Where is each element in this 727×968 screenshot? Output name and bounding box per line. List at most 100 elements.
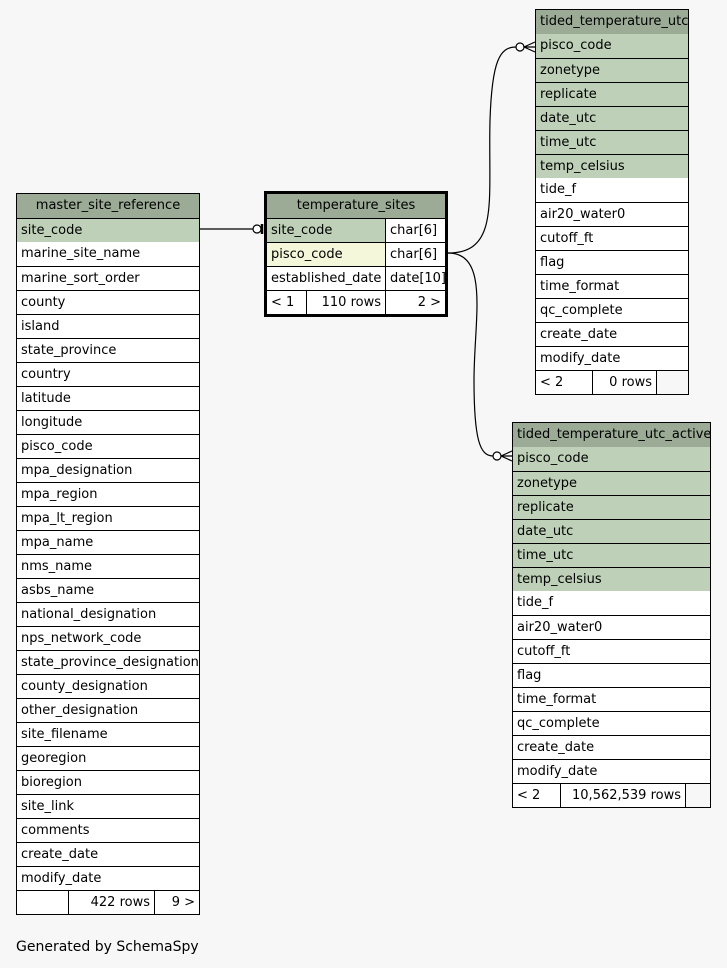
table-row-pk[interactable]: replicate xyxy=(536,82,688,106)
column-name: state_province_designation xyxy=(21,655,199,670)
table-row-pk[interactable]: zonetype xyxy=(536,58,688,82)
column-name: bioregion xyxy=(21,775,82,790)
column-name: asbs_name xyxy=(21,583,95,598)
column-name: temp_celsius xyxy=(540,159,625,174)
table-row[interactable]: pisco_code xyxy=(17,434,199,458)
table-footer: 422 rows 9 > xyxy=(17,890,199,914)
column-name: tide_f xyxy=(517,595,554,610)
table-row[interactable]: latitude xyxy=(17,386,199,410)
table-temperature-sites[interactable]: temperature_sites site_code char[6] pisc… xyxy=(264,191,448,317)
table-row[interactable]: qc_complete xyxy=(536,298,688,322)
table-row[interactable]: time_format xyxy=(513,687,710,711)
table-row-pk[interactable]: time_utc xyxy=(513,543,710,567)
table-row[interactable]: time_format xyxy=(536,274,688,298)
table-row[interactable]: mpa_region xyxy=(17,482,199,506)
table-row[interactable]: create_date xyxy=(536,322,688,346)
table-row-fk[interactable]: pisco_code char[6] xyxy=(267,242,445,266)
table-row[interactable]: marine_sort_order xyxy=(17,266,199,290)
table-row-pk[interactable]: date_utc xyxy=(513,519,710,543)
table-footer: < 2 10,562,539 rows xyxy=(513,783,710,807)
column-name: qc_complete xyxy=(517,716,600,731)
table-row-pk[interactable]: pisco_code xyxy=(513,447,710,471)
table-row[interactable]: mpa_designation xyxy=(17,458,199,482)
table-row[interactable]: bioregion xyxy=(17,770,199,794)
table-tided-temperature-utc[interactable]: tided_temperature_utc pisco_code zonetype… xyxy=(535,9,689,395)
table-row[interactable]: cutoff_ft xyxy=(513,639,710,663)
table-row[interactable]: comments xyxy=(17,818,199,842)
table-row[interactable]: county xyxy=(17,290,199,314)
table-row[interactable]: marine_site_name xyxy=(17,242,199,266)
table-row[interactable]: modify_date xyxy=(17,866,199,890)
edge-pisco-active-optional-marker xyxy=(492,451,502,461)
table-row[interactable]: georegion xyxy=(17,746,199,770)
edge-pisco-active-many-marker xyxy=(500,450,513,462)
column-name: create_date xyxy=(540,327,618,342)
column-name: qc_complete xyxy=(540,303,623,318)
table-row[interactable]: qc_complete xyxy=(513,711,710,735)
table-row[interactable]: country xyxy=(17,362,199,386)
column-name: modify_date xyxy=(540,351,621,366)
column-name: mpa_region xyxy=(21,487,98,502)
table-row[interactable]: mpa_lt_region xyxy=(17,506,199,530)
column-name: marine_site_name xyxy=(21,246,141,261)
column-name: pisco_code xyxy=(540,38,612,53)
edge-pisco-utc-many-marker xyxy=(523,41,536,53)
table-row-pk[interactable]: site_code char[6] xyxy=(267,218,445,242)
table-row-pk[interactable]: temp_celsius xyxy=(536,154,688,178)
column-name: island xyxy=(21,319,60,334)
table-row[interactable]: state_province xyxy=(17,338,199,362)
table-row-pk[interactable]: time_utc xyxy=(536,130,688,154)
column-name: flag xyxy=(540,255,565,270)
table-row[interactable]: air20_water0 xyxy=(513,615,710,639)
table-row-pk[interactable]: replicate xyxy=(513,495,710,519)
column-name: create_date xyxy=(517,740,595,755)
table-row-pk[interactable]: pisco_code xyxy=(536,34,688,58)
table-row[interactable]: air20_water0 xyxy=(536,202,688,226)
column-name: mpa_lt_region xyxy=(21,511,113,526)
table-row[interactable]: other_designation xyxy=(17,698,199,722)
table-header[interactable]: tided_temperature_utc xyxy=(536,10,688,34)
column-name: temp_celsius xyxy=(517,572,602,587)
table-row-pk[interactable]: zonetype xyxy=(513,471,710,495)
table-row[interactable]: established_date date[10] xyxy=(267,266,445,290)
table-row[interactable]: site_link xyxy=(17,794,199,818)
table-row[interactable]: nms_name xyxy=(17,554,199,578)
column-name: pisco_code xyxy=(271,247,343,262)
table-row[interactable]: create_date xyxy=(17,842,199,866)
table-row[interactable]: national_designation xyxy=(17,602,199,626)
table-row[interactable]: tide_f xyxy=(536,178,688,202)
edge-site-code-optional-marker xyxy=(252,224,262,234)
table-row[interactable]: modify_date xyxy=(536,346,688,370)
table-row[interactable]: cutoff_ft xyxy=(536,226,688,250)
table-row[interactable]: state_province_designation xyxy=(17,650,199,674)
table-footer: < 2 0 rows xyxy=(536,370,688,394)
column-name: time_format xyxy=(517,692,597,707)
table-row[interactable]: longitude xyxy=(17,410,199,434)
table-row-pk[interactable]: site_code xyxy=(17,218,199,242)
table-row[interactable]: county_designation xyxy=(17,674,199,698)
table-header[interactable]: tided_temperature_utc_active xyxy=(513,423,710,447)
table-master-site-reference[interactable]: master_site_reference site_code marine_s… xyxy=(16,193,200,915)
table-row[interactable]: mpa_name xyxy=(17,530,199,554)
table-row[interactable]: asbs_name xyxy=(17,578,199,602)
column-name: nps_network_code xyxy=(21,631,142,646)
table-row[interactable]: modify_date xyxy=(513,759,710,783)
table-row[interactable]: tide_f xyxy=(513,591,710,615)
table-row[interactable]: flag xyxy=(536,250,688,274)
table-header[interactable]: master_site_reference xyxy=(17,194,199,218)
table-row-pk[interactable]: temp_celsius xyxy=(513,567,710,591)
table-row[interactable]: flag xyxy=(513,663,710,687)
column-name: cutoff_ft xyxy=(540,231,594,246)
column-name: longitude xyxy=(21,415,83,430)
table-row[interactable]: island xyxy=(17,314,199,338)
table-row-pk[interactable]: date_utc xyxy=(536,106,688,130)
table-header[interactable]: temperature_sites xyxy=(267,194,445,218)
column-name: country xyxy=(21,367,71,382)
column-name: other_designation xyxy=(21,703,139,718)
column-name: zonetype xyxy=(517,476,578,491)
table-row[interactable]: nps_network_code xyxy=(17,626,199,650)
column-name: tide_f xyxy=(540,182,577,197)
table-row[interactable]: create_date xyxy=(513,735,710,759)
table-row[interactable]: site_filename xyxy=(17,722,199,746)
